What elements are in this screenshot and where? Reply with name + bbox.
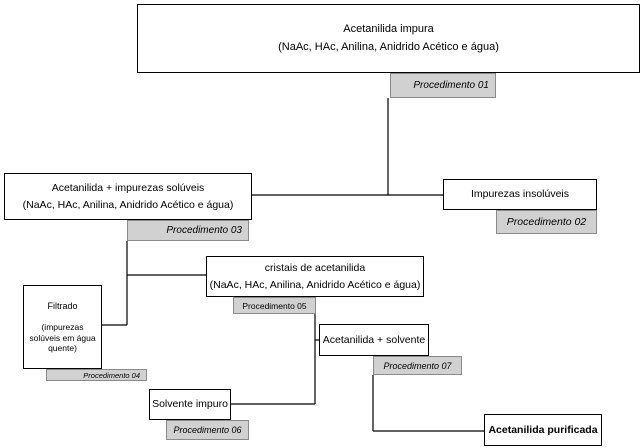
box-filtrado-line2: solúveis em água (29, 332, 96, 343)
box-soluveis-subtitle: (NaAc, HAc, Anilina, Anidrido Acético e … (22, 198, 234, 211)
box-acetanilida-impurezas-soluveis: Acetanilida + impurezas solúveis (NaAc, … (4, 173, 252, 220)
box-cristais-subtitle: (NaAc, HAc, Anilina, Anidrido Acético e … (209, 278, 421, 291)
box-impurezas-insoluveis: Impurezas insolúveis (443, 179, 597, 210)
box-solvente-impuro-label: Solvente impuro (152, 398, 228, 411)
box-solvente-mix-label: Acetanilida + solvente (322, 333, 426, 346)
procedure-05: Procedimento 05 (233, 297, 316, 314)
box-filtrado-title: Filtrado (47, 301, 78, 312)
box-solvente-impuro: Solvente impuro (149, 389, 231, 420)
box-filtrado-line3: quente) (48, 343, 77, 354)
box-acetanilida-impura-subtitle: (NaAc, HAc, Anilina, Anidrido Acético e … (278, 40, 499, 53)
box-insoluveis-label: Impurezas insolúveis (470, 188, 570, 201)
box-acetanilida-impura: Acetanilida impura (NaAc, HAc, Anilina, … (137, 4, 640, 73)
procedure-03: Procedimento 03 (127, 220, 249, 241)
box-cristais-acetanilida: cristais de acetanilida (NaAc, HAc, Anil… (206, 256, 424, 297)
procedure-04: Procedimento 04 (46, 369, 147, 381)
procedure-07: Procedimento 07 (373, 356, 462, 375)
box-purificada-label: Acetanilida purificada (488, 423, 598, 436)
box-filtrado-line1: (impurezas (41, 322, 84, 333)
procedure-01: Procedimento 01 (390, 73, 496, 98)
box-acetanilida-impura-title: Acetanilida impura (343, 23, 434, 36)
box-acetanilida-solvente: Acetanilida + solvente (319, 324, 429, 356)
procedure-02: Procedimento 02 (496, 210, 597, 234)
box-cristais-title: cristais de acetanilida (264, 262, 366, 275)
procedure-06: Procedimento 06 (166, 420, 249, 440)
box-acetanilida-purificada: Acetanilida purificada (484, 414, 602, 446)
box-soluveis-title: Acetanilida + impurezas solúveis (51, 182, 205, 195)
box-filtrado: Filtrado (impurezas solúveis em água que… (23, 285, 102, 369)
